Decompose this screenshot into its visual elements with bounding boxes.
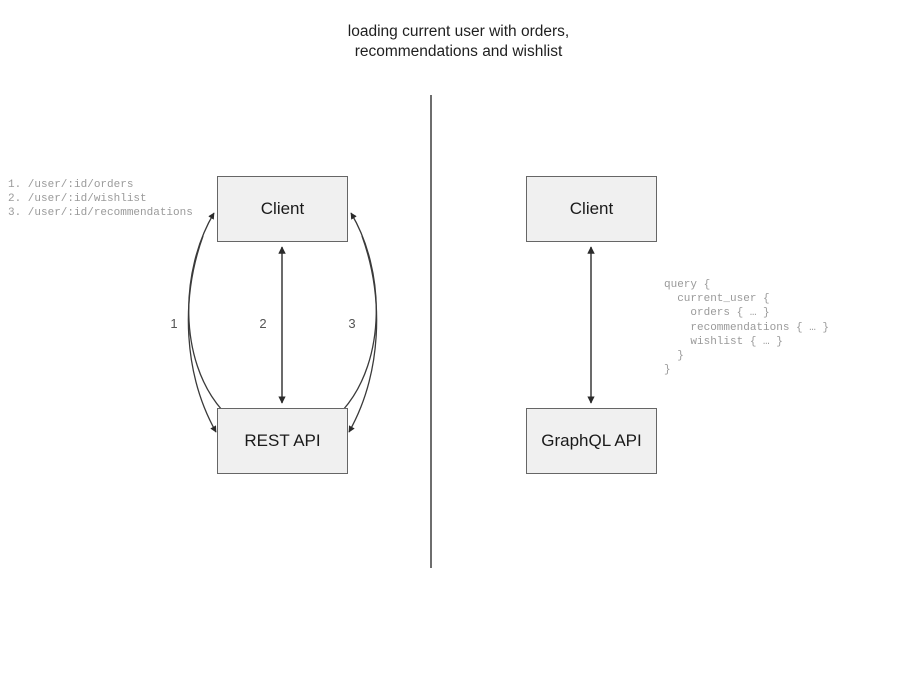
edge-3-path bbox=[342, 212, 377, 411]
node-rest-api-label: REST API bbox=[244, 431, 321, 450]
vertical-divider bbox=[430, 95, 432, 568]
edge-label-1: 1 bbox=[170, 316, 178, 331]
edge-label-2: 2 bbox=[259, 316, 267, 331]
node-graphql-api-label: GraphQL API bbox=[541, 431, 642, 450]
page-title: loading current user with orders, recomm… bbox=[347, 23, 570, 60]
edge-1-path bbox=[188, 212, 223, 411]
node-client-graphql[interactable]: Client bbox=[526, 176, 657, 242]
edge-label-3: 3 bbox=[348, 316, 356, 331]
edge-1-return-path bbox=[187, 235, 217, 433]
edge-3-return-path bbox=[348, 235, 378, 433]
node-client-graphql-label: Client bbox=[569, 199, 614, 218]
node-rest-api[interactable]: REST API bbox=[217, 408, 348, 474]
node-client-rest[interactable]: Client bbox=[217, 176, 348, 242]
graphql-query-block: query { current_user { orders { … } reco… bbox=[664, 279, 830, 377]
node-client-rest-label: Client bbox=[260, 199, 305, 218]
rest-endpoint-list: 1. /user/:id/orders 2. /user/:id/wishlis… bbox=[8, 179, 193, 220]
node-graphql-api[interactable]: GraphQL API bbox=[526, 408, 657, 474]
